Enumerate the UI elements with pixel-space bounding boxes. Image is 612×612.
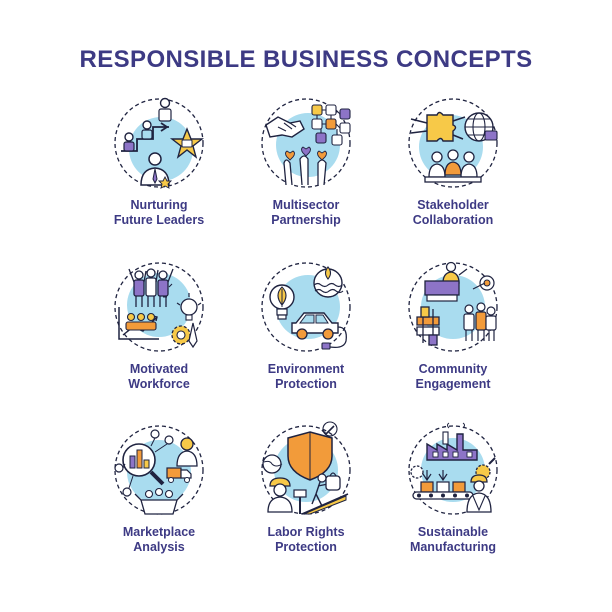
shield-worker-icon xyxy=(261,421,351,515)
market-magnifier-icon xyxy=(114,425,204,515)
puzzle-globe-icon xyxy=(408,98,498,188)
community-hands-icon xyxy=(408,261,498,352)
page-title: RESPONSIBLE BUSINESS CONCEPTS xyxy=(79,46,533,73)
handshake-network-icon xyxy=(261,98,351,188)
team-growth-icon xyxy=(114,262,204,352)
eco-bulb-car-icon xyxy=(261,262,351,352)
mentoring-ladder-icon xyxy=(114,97,205,189)
factory-conveyor-icon xyxy=(408,422,498,515)
